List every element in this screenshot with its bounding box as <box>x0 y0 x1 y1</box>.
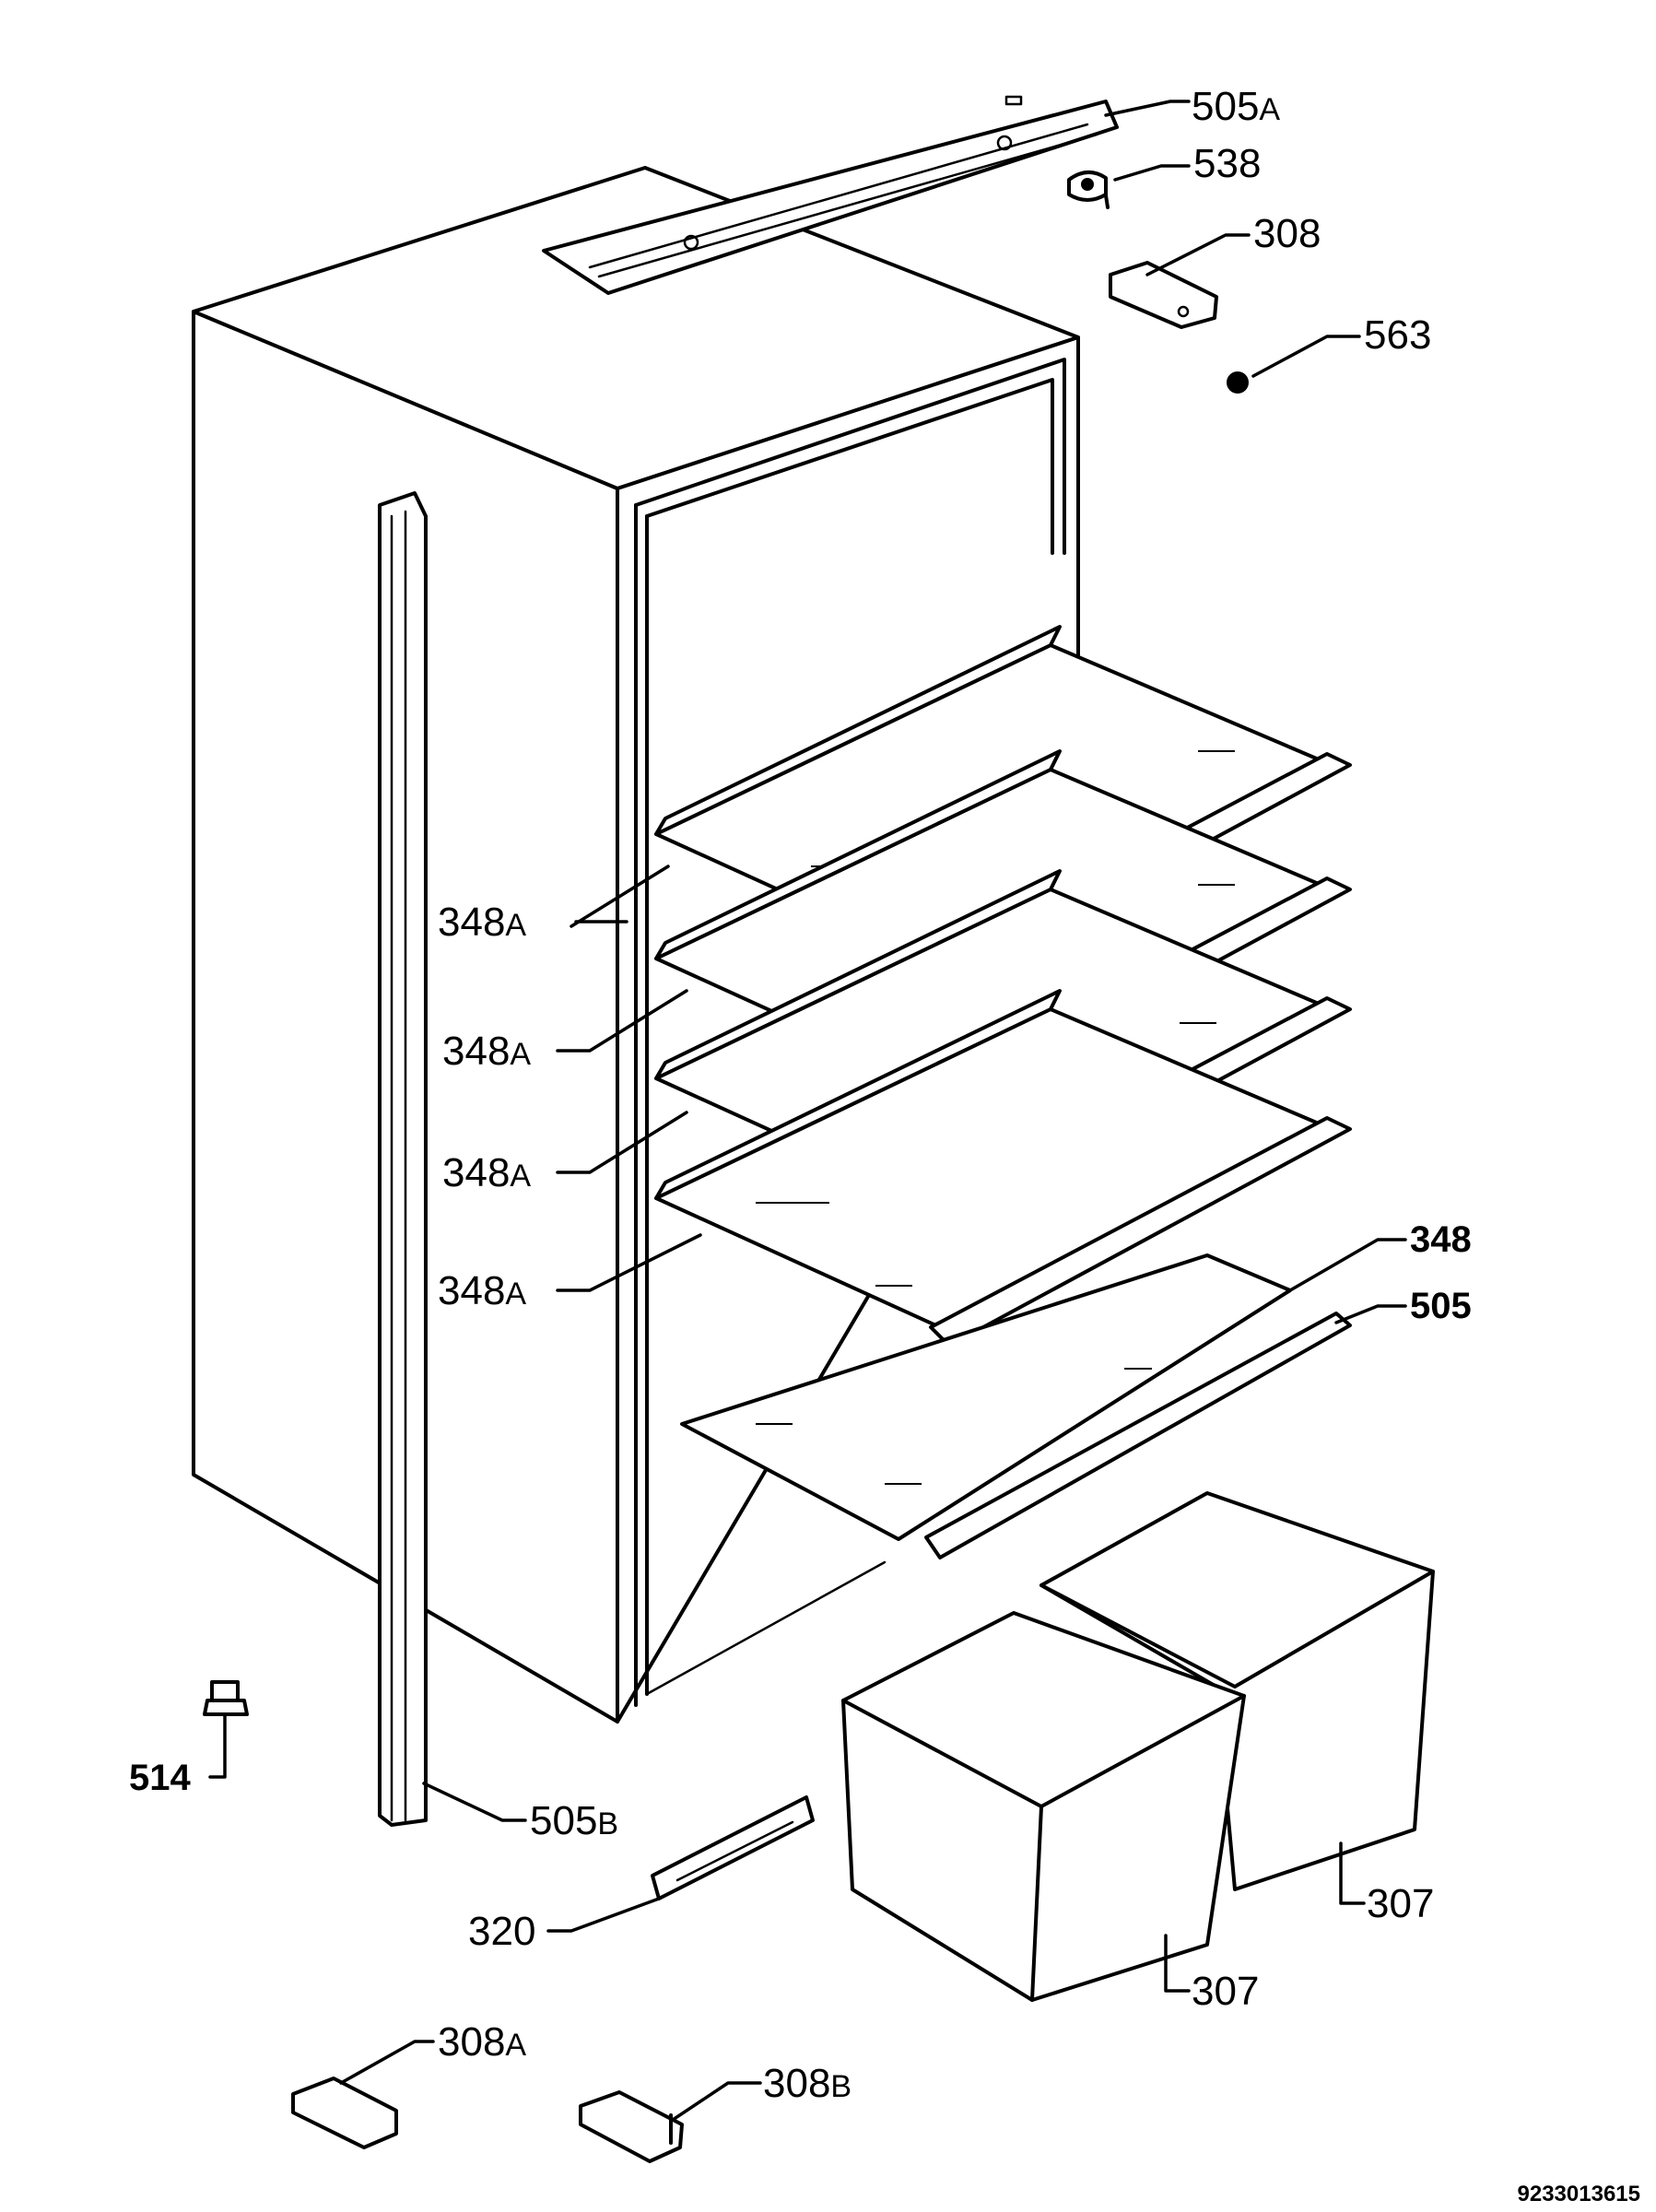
label-308B: 308B <box>763 2061 851 2106</box>
label-563: 563 <box>1364 312 1431 358</box>
label-514: 514 <box>129 1758 191 1798</box>
label-348A-3: 348A <box>442 1150 531 1195</box>
door-seal-strip <box>378 491 428 1827</box>
label-308: 308 <box>1253 211 1321 256</box>
leader-lines <box>208 100 1407 2122</box>
glass-shelf-4 <box>654 989 1352 1347</box>
shelf-front-strip <box>924 1312 1352 1559</box>
label-505B: 505B <box>530 1798 618 1843</box>
part-labels: 505A 538 308 563 348A 348A 348A 348A 348… <box>129 84 1472 2106</box>
label-348A-1: 348A <box>438 900 526 945</box>
label-348: 348 <box>1410 1219 1472 1260</box>
hinge-bracket-a <box>291 2077 398 2149</box>
label-307-2: 307 <box>1192 1969 1259 2014</box>
document-reference-number: 9233013615 <box>1518 2182 1640 2206</box>
label-307-1: 307 <box>1367 1881 1434 1926</box>
hinge-bracket-b <box>579 2090 684 2163</box>
label-320: 320 <box>468 1909 535 1954</box>
label-308A: 308A <box>438 2019 526 2065</box>
label-348A-2: 348A <box>442 1029 531 1074</box>
label-538: 538 <box>1193 141 1261 186</box>
label-348A-4: 348A <box>438 1268 526 1313</box>
hinge-pin-part <box>1067 171 1110 209</box>
crisper-drawer-front <box>841 1611 1246 2002</box>
slide-rail <box>651 1795 815 1900</box>
hinge-bracket <box>1109 261 1218 329</box>
top-hinge-rail <box>542 95 1119 295</box>
label-505: 505 <box>1410 1286 1472 1326</box>
label-505A: 505A <box>1192 84 1280 129</box>
foot-screw <box>203 1680 249 1716</box>
screw-part <box>1227 371 1249 394</box>
